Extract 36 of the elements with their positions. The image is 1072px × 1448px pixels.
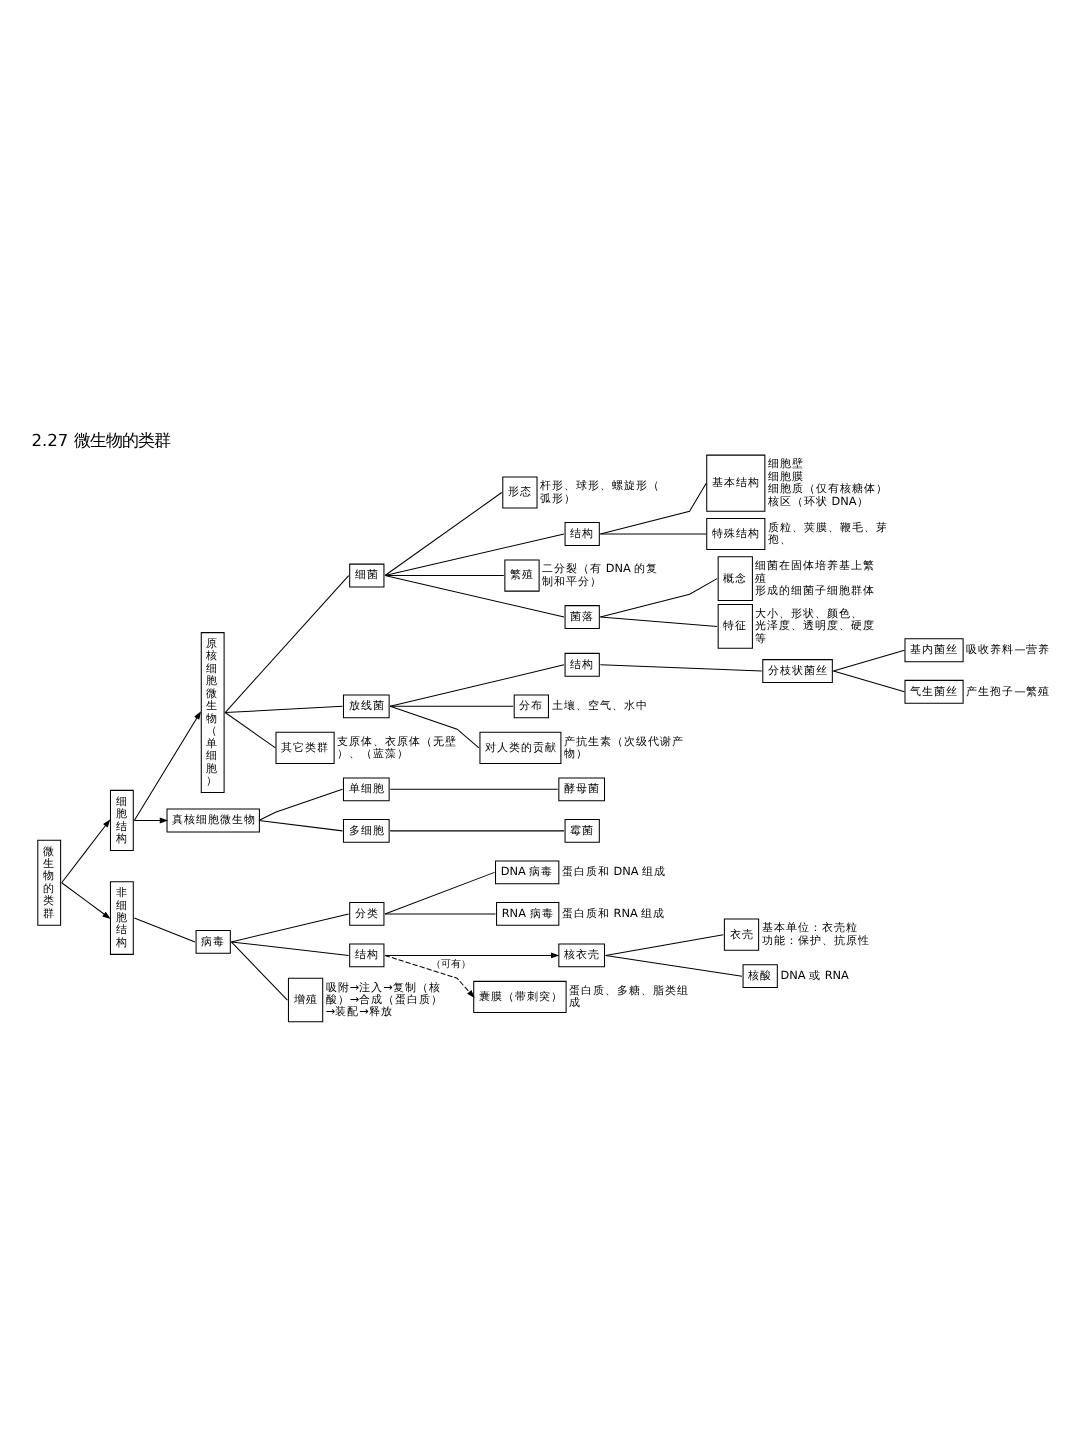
arrow — [61, 818, 111, 883]
arrow — [61, 881, 111, 918]
connector — [599, 615, 718, 626]
connector — [599, 577, 718, 617]
connector — [832, 669, 905, 692]
connector — [224, 711, 276, 748]
connector — [384, 912, 497, 914]
connector — [224, 574, 350, 713]
connector — [599, 663, 763, 671]
connector — [832, 648, 905, 671]
connector — [599, 481, 707, 534]
connector — [384, 532, 565, 576]
connector — [605, 933, 724, 955]
connector — [384, 870, 495, 914]
connector — [230, 940, 288, 1000]
connector — [599, 532, 707, 534]
connector — [384, 574, 505, 576]
connector — [258, 787, 343, 820]
arrow — [384, 953, 475, 998]
connector — [389, 704, 514, 706]
connector — [389, 663, 565, 706]
arrow — [133, 710, 202, 820]
connector — [230, 912, 350, 942]
connector — [224, 704, 343, 713]
connector — [384, 574, 565, 617]
connector — [389, 787, 559, 789]
connector — [258, 818, 343, 831]
connector — [230, 940, 350, 955]
connector — [605, 953, 743, 976]
connector — [389, 829, 565, 831]
connector — [133, 916, 196, 942]
connector — [389, 704, 480, 748]
connector — [384, 491, 503, 576]
arrow — [384, 951, 560, 958]
arrow — [133, 816, 169, 823]
diagram-title: 2.27 微生物的类群 — [31, 428, 170, 449]
